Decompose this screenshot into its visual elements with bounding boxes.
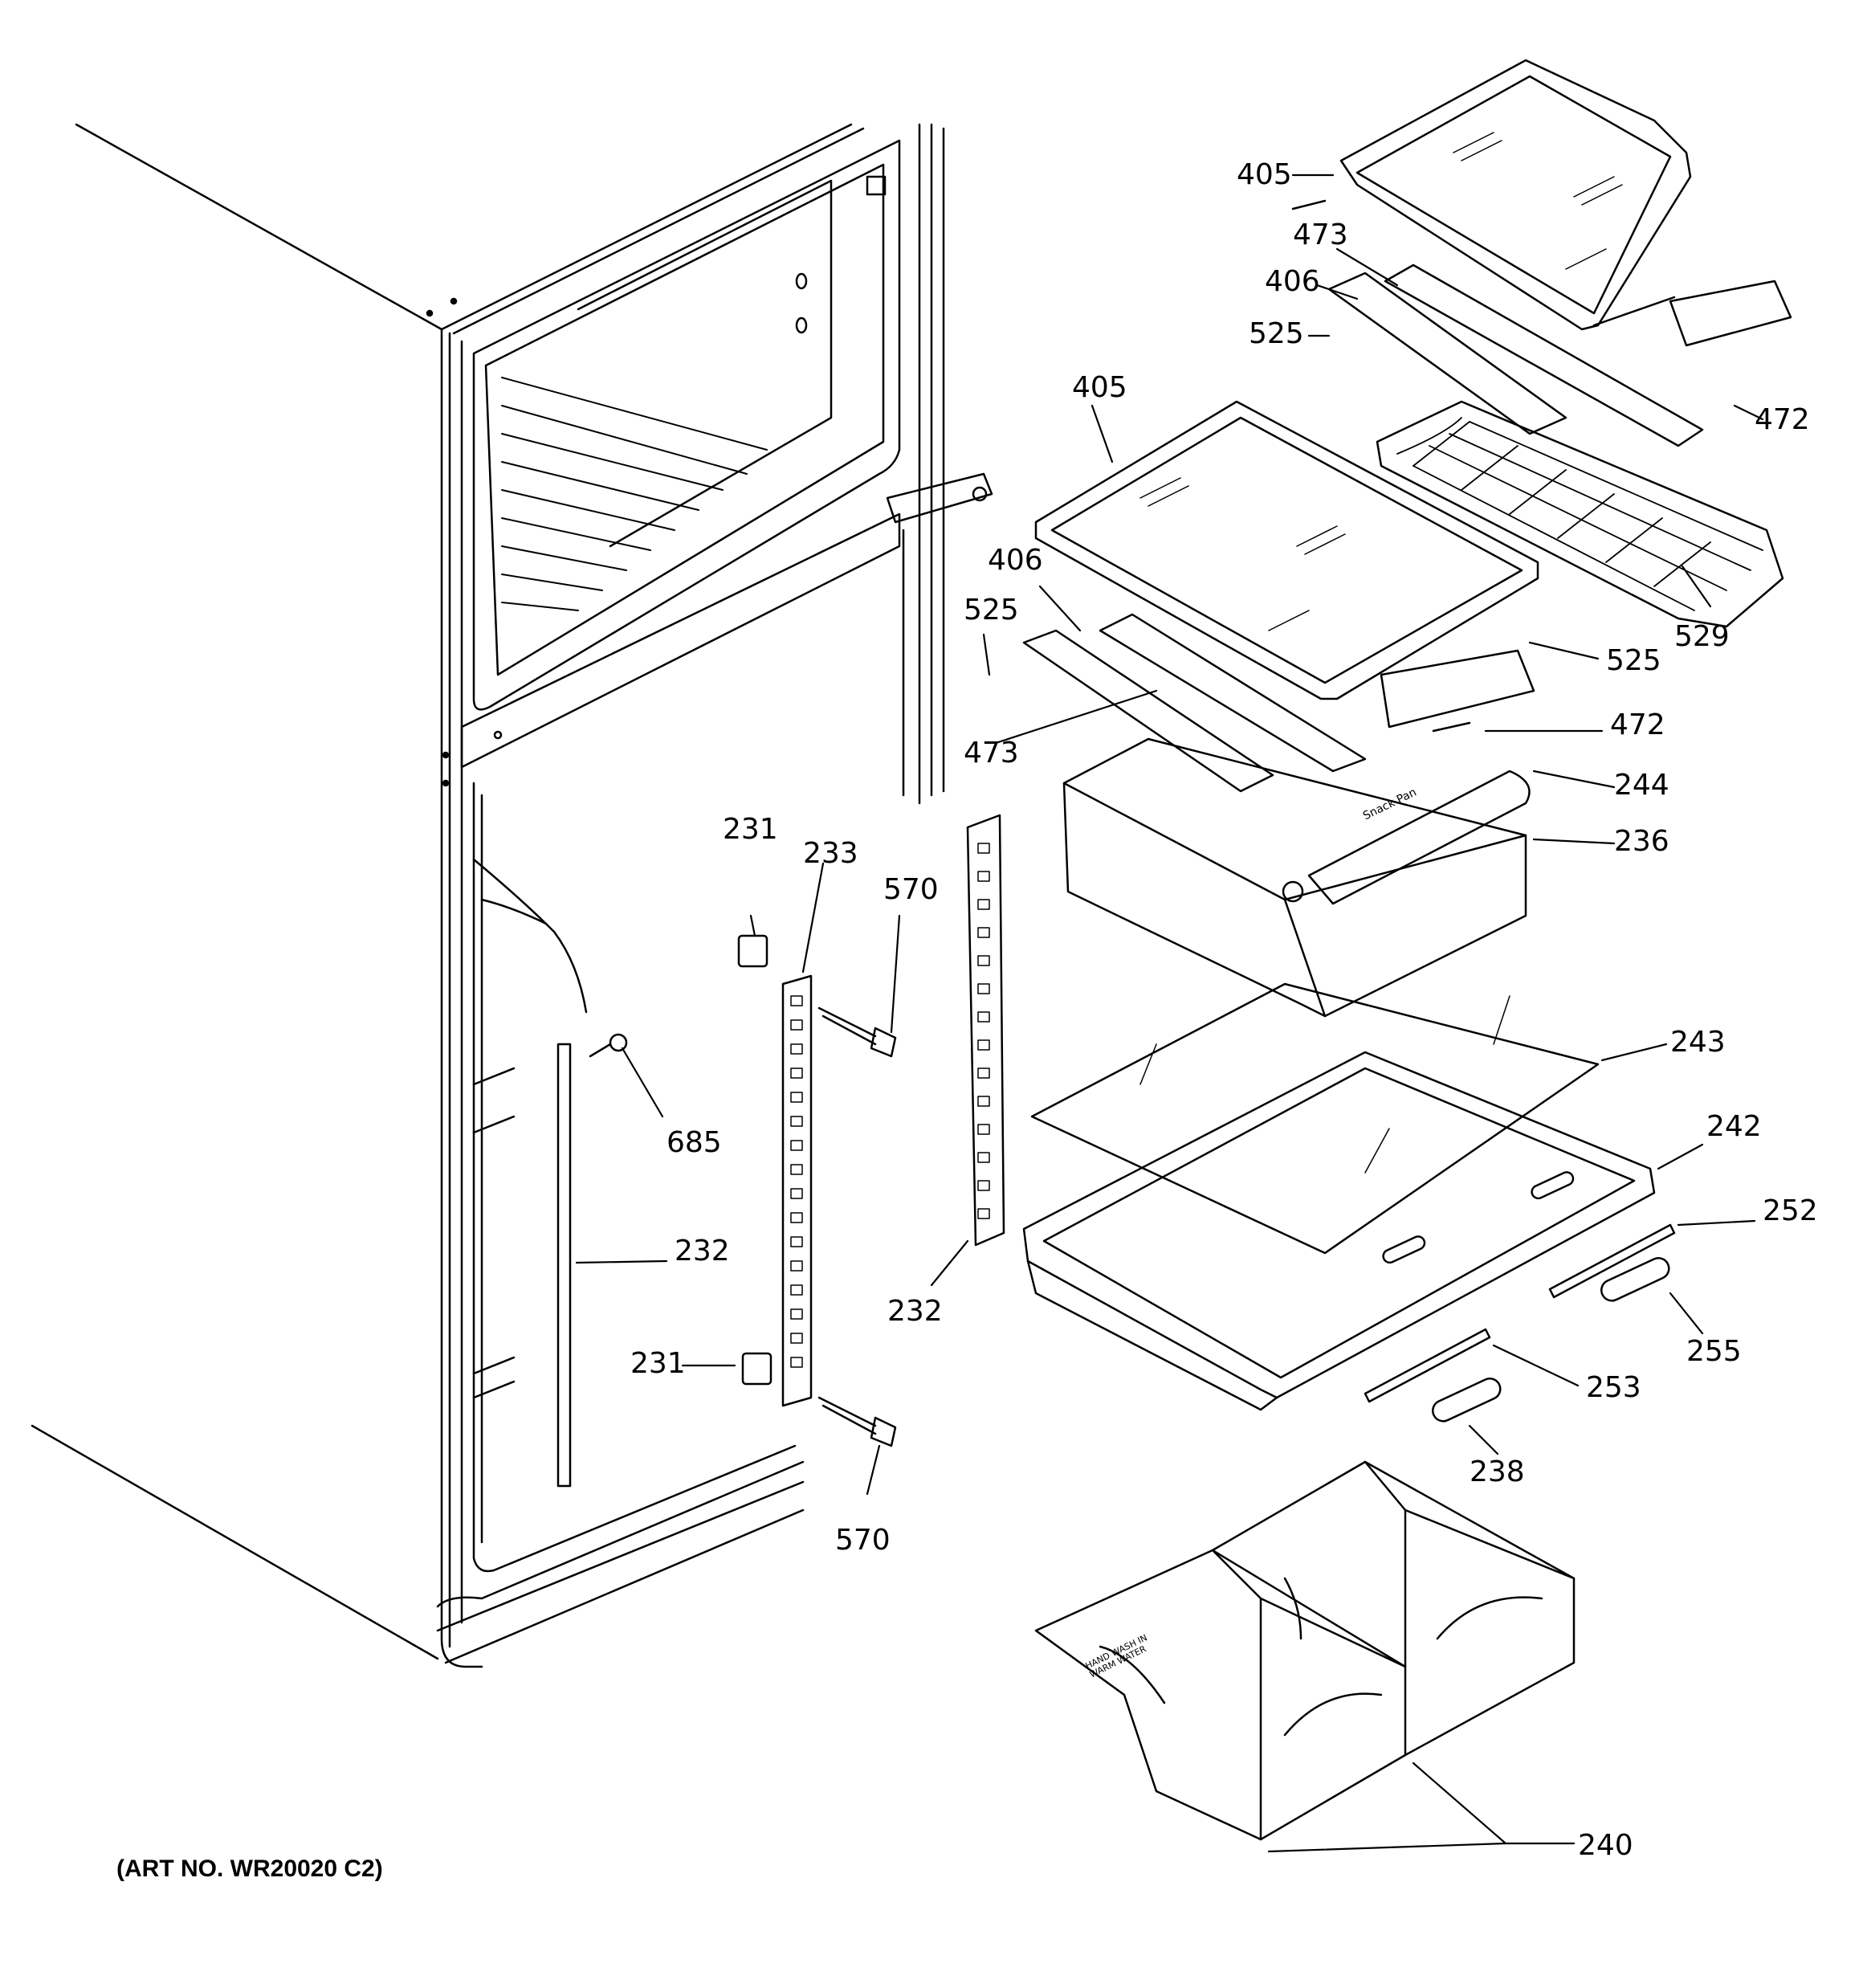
part-label-243: 243: [1670, 1026, 1726, 1059]
leader-lines: [575, 173, 1764, 1853]
part-label-231-top: 231: [723, 813, 778, 846]
part-label-231-bot: 231: [630, 1347, 686, 1380]
crisper-cover-glass: [1030, 982, 1600, 1255]
part-label-472-top: 472: [1755, 403, 1810, 436]
snack-pan: [1062, 737, 1531, 1018]
part-label-255: 255: [1686, 1335, 1742, 1368]
part-label-473-top: 473: [1293, 218, 1348, 251]
part-label-525-right: 525: [1606, 644, 1661, 677]
part-label-233: 233: [803, 837, 858, 870]
part-label-473-mid: 473: [964, 737, 1019, 769]
upper-shelf-brackets: [1291, 199, 1792, 447]
part-label-406-top: 406: [1265, 265, 1320, 298]
art-number: (ART NO. WR20020 C2): [116, 1855, 383, 1882]
part-label-236: 236: [1614, 825, 1669, 858]
middle-glass-shelf: [1034, 400, 1539, 700]
crisper-slides-and-pins: [1364, 1223, 1676, 1423]
part-label-472-mid: 472: [1610, 708, 1665, 741]
part-label-405-top: 405: [1237, 158, 1292, 191]
part-label-525-top: 525: [1249, 317, 1304, 350]
part-label-570-top: 570: [883, 873, 939, 906]
part-label-240: 240: [1578, 1829, 1633, 1862]
part-label-406-mid: 406: [988, 544, 1043, 577]
crisper-frame: [1022, 1051, 1656, 1411]
upper-glass-shelf: [1339, 59, 1692, 331]
part-label-242: 242: [1706, 1110, 1762, 1143]
upper-wire-basket: [1376, 400, 1784, 628]
part-label-232-mid: 232: [887, 1295, 943, 1328]
middle-shelf-brackets: [1022, 613, 1535, 793]
crisper-drawers: [1034, 1460, 1576, 1841]
part-label-405-mid: 405: [1072, 371, 1127, 404]
part-label-232-left: 232: [675, 1235, 730, 1268]
part-label-252: 252: [1763, 1194, 1818, 1227]
part-label-685: 685: [667, 1126, 722, 1159]
part-label-529: 529: [1674, 620, 1730, 653]
part-label-525-mid: 525: [964, 594, 1019, 627]
part-label-253: 253: [1586, 1371, 1641, 1404]
part-label-570-bot: 570: [835, 1524, 891, 1557]
part-label-244: 244: [1614, 769, 1669, 802]
part-label-238: 238: [1470, 1455, 1525, 1488]
refrigerator-cabinet: [31, 123, 993, 1668]
shelf-standards: [556, 814, 1005, 1488]
